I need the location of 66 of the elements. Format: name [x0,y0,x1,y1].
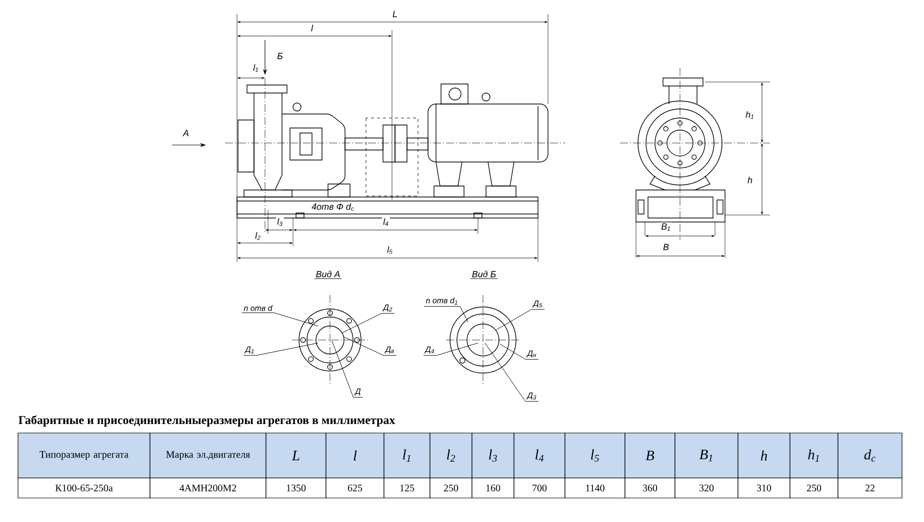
table-cell: 160 [472,478,514,498]
leader-line [242,312,318,326]
table-header-cell: Марка эл.двигателя [150,432,266,478]
leader-label: Д$_{1}$ [244,346,254,354]
table-cell: 360 [624,478,676,498]
leader-line [496,309,545,330]
view-title: Вид А [314,270,342,279]
dimension-label: l$_{5}$ [386,245,394,255]
table-cell: 4АМН200М2 [150,478,266,498]
table-cell: 22 [838,478,902,498]
leader-line [243,342,318,356]
leader-line [332,340,363,398]
view-letter: Б [277,52,283,60]
leader-line [423,342,478,356]
dimension-label: l [310,24,314,32]
table-header-cell: B [624,432,676,478]
table-header-cell: l$_{3}$ [472,432,514,478]
leader-line [342,313,395,334]
leader-label: Д [354,388,361,396]
table-cell: 310 [738,478,790,498]
table-header-cell: l$_{5}$ [564,432,626,478]
dimension-label: l$_{3}$ [276,217,284,227]
table-header-cell: l [326,432,384,478]
leader-label: Д$_{2}$ [382,304,392,312]
table-header-cell: B$_{1}$ [674,432,738,478]
table-header-cell: l$_{2}$ [430,432,472,478]
dimension-label: l$_{1}$ [252,63,260,73]
dimension-label: L [392,10,398,18]
dimension-label: h [746,176,754,184]
dimension-label: B [662,242,670,252]
dimension-label: l$_{2}$ [254,231,262,241]
table-cell: 250 [430,478,472,498]
flange-view-drawing [292,294,368,386]
dimension-label: l$_{4}$ [382,217,390,227]
leader-label: Д$_{в}$ [384,346,394,354]
leader-label: Д$_{5}$ [532,300,542,308]
table-title: Габаритные и присоединительныеразмеры агрегатов в миллиметрах [18,415,396,427]
leader-label: Д$_{н}$ [526,350,536,358]
table-header-cell: l$_{1}$ [384,432,430,478]
view-title: Вид Б [470,270,498,279]
table-cell: 1350 [266,478,326,498]
view-letter: А [182,130,189,136]
table-cell: 250 [790,478,838,498]
table-header-cell: L [266,432,326,478]
table-header-cell: l$_{4}$ [514,432,566,478]
table-header-cell: h$_{1}$ [790,432,838,478]
leader-line [484,342,539,402]
table-cell: К100-65-250а [18,478,150,498]
leader-line [344,336,397,356]
hole-note: 4отв Ф d$_{c}$ [312,203,354,211]
table-cell: 125 [384,478,430,498]
flange-view-drawing [446,294,520,386]
table-header-cell: Типоразмер агрегата [18,432,150,478]
table-cell: 625 [326,478,384,498]
leader-label: Д$_{3}$ [526,392,536,400]
dimension-label: h$_{1}$ [744,110,756,120]
leader-label: n отв d [244,305,273,311]
table-cell: 700 [514,478,566,498]
leader-line [424,306,468,322]
table-cell: 320 [674,478,738,498]
leader-line [500,344,539,360]
leader-label: n отв d$_{1}$ [426,297,458,305]
table-header-cell: h [738,432,790,478]
table-header-cell: d$_{c}$ [838,432,902,478]
leader-label: Д$_{4}$ [424,346,434,354]
table-cell: 1140 [564,478,626,498]
